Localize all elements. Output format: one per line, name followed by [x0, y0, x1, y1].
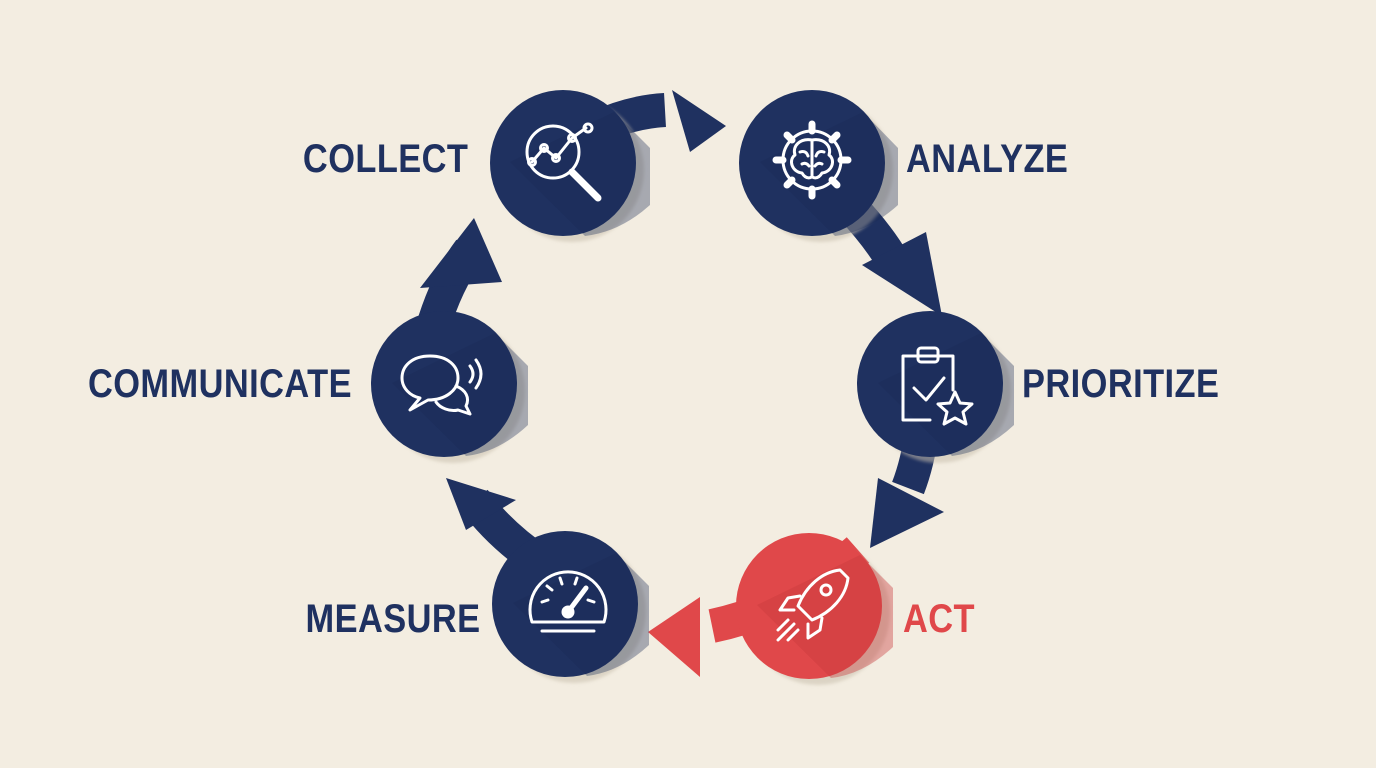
node-communicate[interactable] — [371, 311, 528, 463]
rocket-icon — [776, 568, 850, 642]
node-measure[interactable] — [492, 531, 649, 683]
step-label-measure: MEASURE — [305, 597, 481, 641]
step-label-prioritize: PRIORITIZE — [1022, 362, 1220, 406]
step-label-analyze: ANALYZE — [906, 137, 1069, 181]
step-label-act: ACT — [903, 597, 975, 641]
magnifier-trend-icon — [525, 122, 602, 202]
speech-bubbles-icon — [400, 354, 483, 416]
node-act[interactable] — [736, 533, 893, 685]
clipboard-check-star-icon — [901, 346, 974, 426]
step-label-communicate: COMMUNICATE — [88, 362, 352, 406]
step-label-collect: COLLECT — [302, 137, 468, 181]
speedometer-icon — [528, 570, 608, 633]
brain-gear-icon — [772, 120, 852, 200]
node-analyze[interactable] — [739, 90, 898, 242]
